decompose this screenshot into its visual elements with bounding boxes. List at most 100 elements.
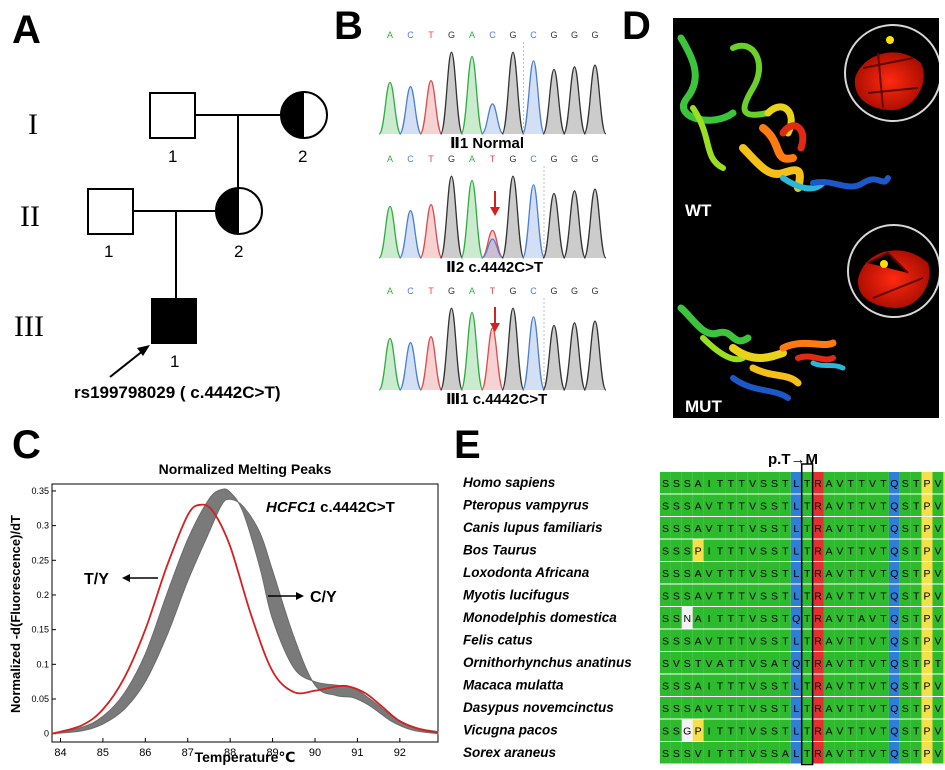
residue-letter: I <box>708 748 711 760</box>
residue-cell <box>747 562 759 584</box>
panel-label-d: D <box>622 4 651 48</box>
residue-cell <box>747 697 759 719</box>
residue-letter: T <box>717 636 724 648</box>
residue-letter: T <box>782 568 789 580</box>
residue-letter: T <box>739 501 746 513</box>
residue-cell <box>943 517 945 539</box>
base-call: T <box>490 154 496 164</box>
residue-cell <box>932 697 944 719</box>
chromatogram-peak <box>439 307 464 391</box>
residue-letter: V <box>836 658 843 670</box>
residue-letter: I <box>708 681 711 693</box>
residue-cell <box>856 539 868 561</box>
residue-cell <box>867 719 878 741</box>
chromatogram-peak <box>501 307 525 391</box>
residue-letter: P <box>924 546 931 558</box>
base-call: C <box>407 30 414 40</box>
residue-cell <box>932 584 944 606</box>
residue-letter: S <box>662 681 669 693</box>
residue-cell <box>888 652 900 674</box>
residue-letter: T <box>717 681 724 693</box>
residue-cell <box>670 607 682 629</box>
residue-letter: A <box>825 501 832 513</box>
residue-cell <box>867 494 878 516</box>
residue-cell <box>747 584 759 606</box>
residue-cell <box>888 517 900 539</box>
residue-cell <box>899 539 911 561</box>
residue-cell <box>758 652 769 674</box>
residue-letter: R <box>814 591 822 603</box>
residue-cell <box>823 719 835 741</box>
residue-letter: S <box>760 478 767 490</box>
residue-cell <box>812 607 824 629</box>
pedigree-lines <box>133 114 280 298</box>
residue-cell <box>888 697 900 719</box>
species-name: Vicugna pacos <box>463 723 558 738</box>
residue-cell <box>714 472 726 494</box>
residue-letter: S <box>902 703 909 715</box>
trace-label-ii1: Ⅱ1 Normal <box>450 135 524 152</box>
residue-cell <box>812 472 824 494</box>
residue-letter: T <box>804 591 811 603</box>
residue-letter: T <box>880 681 887 693</box>
x-axis-label: Temperature℃ <box>195 749 296 765</box>
residue-letter: A <box>695 636 702 648</box>
chromatogram-peak-secondary <box>481 238 504 259</box>
residue-letter: T <box>913 726 920 738</box>
residue-letter: T <box>717 546 724 558</box>
residue-cell <box>878 652 889 674</box>
residue-letter: A <box>782 748 789 760</box>
residue-letter: R <box>814 501 822 513</box>
residue-letter: V <box>749 591 756 603</box>
residue-letter: S <box>771 613 778 625</box>
residue-letter: T <box>728 613 735 625</box>
residue-cell <box>878 494 889 516</box>
residue-cell <box>899 697 911 719</box>
residue-cell <box>790 742 802 764</box>
residue-letter: T <box>858 748 865 760</box>
residue-cell <box>812 494 824 516</box>
residue-letter: T <box>804 546 811 558</box>
species-name: Felis catus <box>463 633 533 648</box>
residue-letter: S <box>673 546 680 558</box>
residue-letter: V <box>836 703 843 715</box>
residue-letter: A <box>695 501 702 513</box>
residue-letter: L <box>793 748 799 760</box>
residue-cell <box>878 539 889 561</box>
residue-letter: T <box>728 523 735 535</box>
residue-letter: S <box>902 636 909 648</box>
y-axis-label: Normalized -d(Fluorescence)/dT <box>8 515 23 713</box>
residue-cell <box>801 697 813 719</box>
residue-cell <box>779 539 791 561</box>
chromatogram-peak <box>480 327 505 391</box>
base-call: G <box>571 30 578 40</box>
residue-cell <box>725 539 737 561</box>
residue-letter: T <box>728 658 735 670</box>
residue-cell <box>823 629 835 651</box>
residue-letter: S <box>684 568 691 580</box>
residue-letter: A <box>695 523 702 535</box>
residue-letter: T <box>848 568 855 580</box>
residue-cell <box>714 584 726 606</box>
residue-cell <box>932 494 944 516</box>
chromatogram-peak <box>378 337 402 391</box>
residue-cell <box>681 584 693 606</box>
residue-cell <box>714 697 726 719</box>
series-label-wt: C/Y <box>310 589 337 606</box>
residue-letter: R <box>814 681 822 693</box>
residue-cell <box>736 539 748 561</box>
residue-cell <box>932 539 944 561</box>
residue-letter: P <box>924 568 931 580</box>
residue-letter: T <box>848 681 855 693</box>
mut-ribbon-structure <box>677 304 846 401</box>
residue-cell <box>790 494 802 516</box>
residue-letter: V <box>706 501 713 513</box>
residue-cell <box>878 719 889 741</box>
residue-letter: V <box>836 748 843 760</box>
residue-cell <box>823 539 835 561</box>
residue-letter: V <box>706 568 713 580</box>
